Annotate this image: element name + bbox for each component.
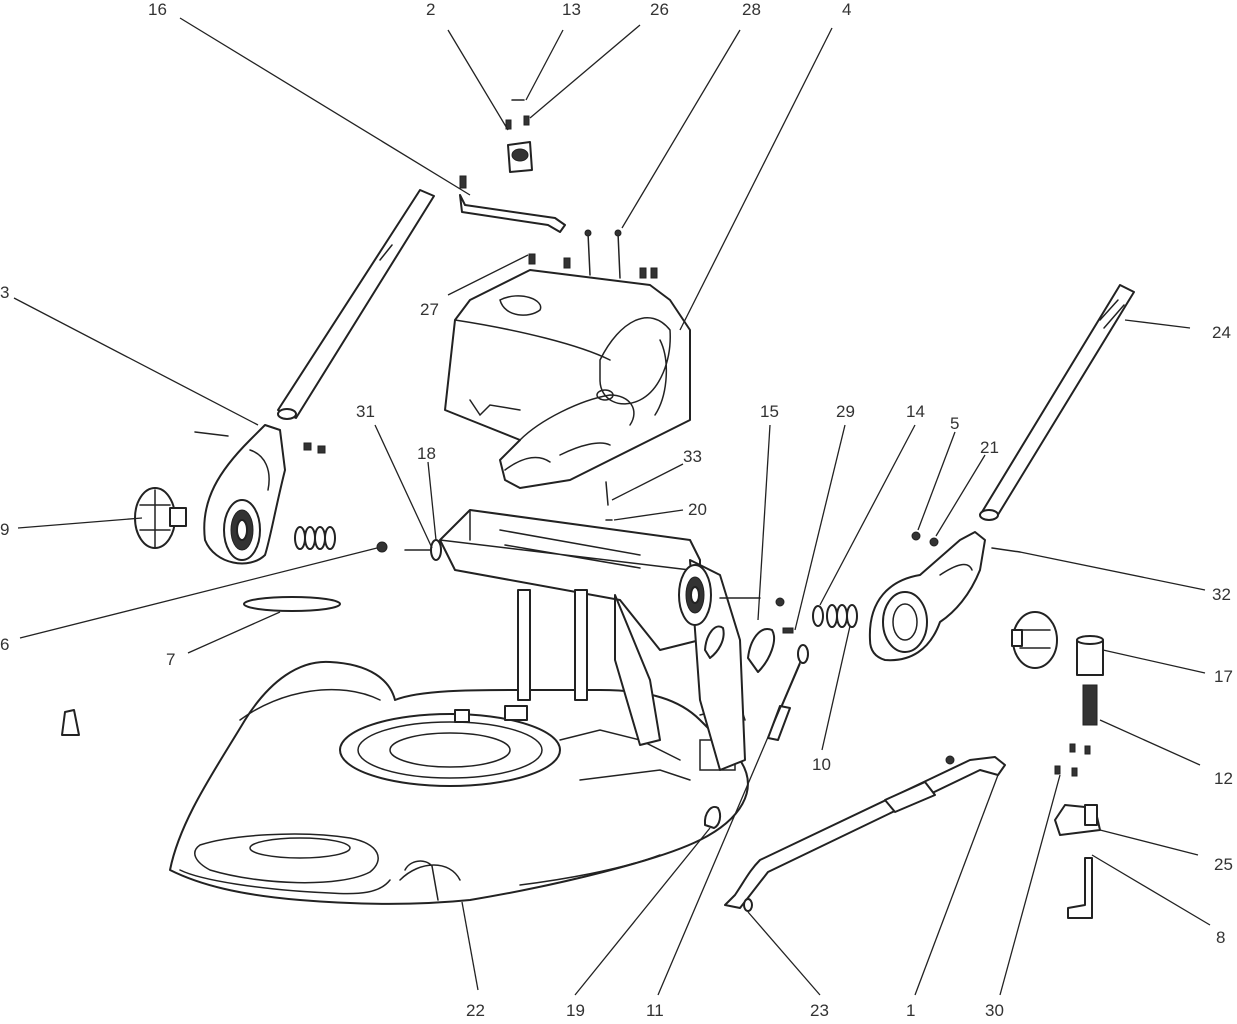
callout-13: 13 bbox=[562, 0, 581, 19]
washer bbox=[243, 596, 341, 612]
bearing bbox=[678, 564, 712, 626]
callout-7: 7 bbox=[166, 650, 175, 669]
leader-lines bbox=[13, 17, 1211, 996]
left-handle-bracket bbox=[194, 424, 326, 565]
callout-33: 33 bbox=[683, 447, 702, 466]
callout-24: 24 bbox=[1212, 323, 1231, 342]
cam-left bbox=[704, 625, 725, 659]
callout-32: 32 bbox=[1212, 585, 1231, 604]
switch-assembly bbox=[505, 99, 533, 173]
callout-15: 15 bbox=[760, 402, 779, 421]
callout-6: 6 bbox=[0, 635, 9, 654]
left-spring bbox=[294, 526, 336, 550]
left-knob bbox=[134, 487, 187, 549]
callout-18: 18 bbox=[417, 444, 436, 463]
callout-1: 1 bbox=[906, 1001, 915, 1020]
axle-bolt bbox=[719, 597, 785, 607]
callout-30: 30 bbox=[985, 1001, 1004, 1020]
callout-17: 17 bbox=[1214, 667, 1233, 686]
callout-29: 29 bbox=[836, 402, 855, 421]
callout-26: 26 bbox=[650, 0, 669, 19]
callout-12: 12 bbox=[1214, 769, 1233, 788]
bushing bbox=[1076, 635, 1104, 676]
cam bbox=[747, 628, 776, 673]
pin-29 bbox=[782, 627, 794, 634]
callout-31: 31 bbox=[356, 402, 375, 421]
callout-27: 27 bbox=[420, 300, 439, 319]
bracket-25 bbox=[1054, 743, 1101, 836]
nut bbox=[376, 541, 388, 553]
compression-spring bbox=[1082, 684, 1098, 726]
upper-lever bbox=[459, 175, 566, 233]
tension-spring bbox=[767, 644, 809, 741]
callout-2: 2 bbox=[426, 0, 435, 19]
callout-20: 20 bbox=[688, 500, 707, 519]
right-handle-bracket bbox=[868, 531, 1021, 662]
callout-16: 16 bbox=[148, 0, 167, 19]
callout-23: 23 bbox=[810, 1001, 829, 1020]
callout-21: 21 bbox=[980, 438, 999, 457]
screw-33 bbox=[605, 481, 609, 506]
callout-25: 25 bbox=[1214, 855, 1233, 874]
pivot-bolt bbox=[404, 539, 442, 561]
left-handle-tube bbox=[277, 189, 435, 420]
right-handle-tube bbox=[979, 284, 1135, 521]
callout-4: 4 bbox=[842, 0, 851, 19]
clip-19 bbox=[703, 806, 722, 829]
callout-9: 9 bbox=[0, 520, 9, 539]
callout-11: 11 bbox=[646, 1001, 664, 1020]
callout-3: 3 bbox=[0, 283, 9, 302]
callout-28: 28 bbox=[742, 0, 761, 19]
cover-screws bbox=[528, 229, 658, 279]
callout-19: 19 bbox=[566, 1001, 585, 1020]
callout-22: 22 bbox=[466, 1001, 485, 1020]
callout-10: 10 bbox=[812, 755, 831, 774]
small-clip bbox=[61, 709, 80, 736]
mower-deck bbox=[169, 660, 749, 905]
lever-8 bbox=[1067, 857, 1093, 919]
callout-14: 14 bbox=[906, 402, 925, 421]
callout-5: 5 bbox=[950, 414, 959, 433]
right-knob bbox=[1011, 611, 1058, 669]
right-spring bbox=[812, 604, 858, 628]
adjust-rod bbox=[724, 755, 1006, 912]
callout-8: 8 bbox=[1216, 928, 1225, 947]
top-cover bbox=[444, 269, 691, 489]
